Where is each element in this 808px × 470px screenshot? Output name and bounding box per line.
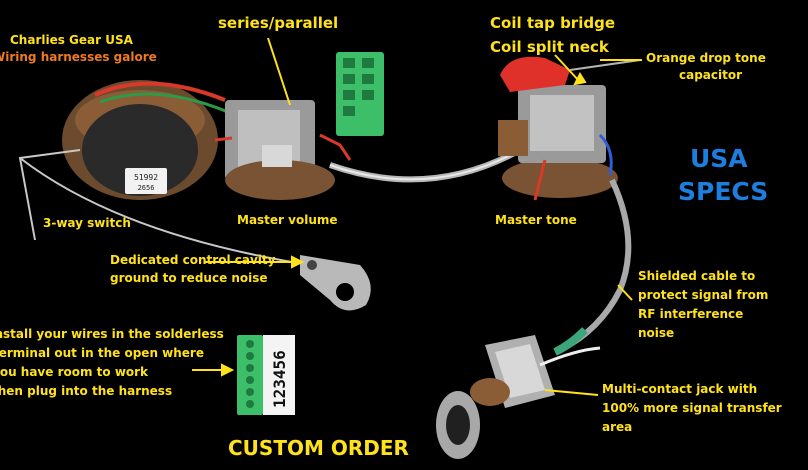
terminal-numbers: 123456 (270, 350, 289, 408)
shielded-cable-label-4: noise (638, 326, 675, 340)
install-label-2: terminal out in the open where (0, 346, 204, 360)
coil-tap-label: Coil tap bridge (490, 14, 615, 32)
three-way-switch (18, 80, 229, 241)
series-parallel-label: series/parallel (218, 14, 339, 32)
jack-label-2: 100% more signal transfer (602, 401, 782, 415)
brand-tagline-label: Wiring harnesses galore (0, 50, 157, 64)
install-label-3: you have room to work (0, 365, 149, 379)
pointer-lines (192, 37, 642, 396)
orange-drop-label-2: capacitor (679, 68, 743, 82)
green-terminal-block-bottom (237, 335, 295, 415)
shielded-cable-label-2: protect signal from (638, 288, 769, 302)
specs-label: SPECS (678, 177, 769, 206)
orange-drop-label-1: Orange drop tone (646, 51, 766, 65)
output-jack (436, 335, 601, 459)
shielded-cable-label-1: Shielded cable to (638, 269, 756, 283)
master-tone-label: Master tone (495, 213, 577, 227)
custom-order-label: CUSTOM ORDER (228, 436, 409, 460)
three-way-switch-label: 3-way switch (43, 216, 131, 230)
ground-label-1: Dedicated control cavity (110, 253, 276, 267)
green-terminal-block-top (336, 52, 384, 136)
coil-split-label: Coil split neck (490, 38, 609, 56)
shielded-cable-label-3: RF interference (638, 307, 744, 321)
jack-label-1: Multi-contact jack with (602, 382, 758, 396)
jack-label-3: area (602, 420, 633, 434)
usa-label: USA (690, 144, 748, 173)
orange-drop-capacitor (500, 56, 641, 92)
switch-sticker-text-1: 51992 (134, 173, 158, 182)
master-tone-pot (498, 85, 618, 201)
brand-name-label: Charlies Gear USA (10, 33, 133, 47)
ground-label-2: ground to reduce noise (110, 271, 268, 285)
switch-sticker-text-2: 2656 (138, 184, 155, 192)
ground-lug (19, 157, 371, 311)
install-label-1: Install your wires in the solderless (0, 327, 224, 341)
master-volume-pot (214, 100, 352, 200)
master-volume-label: Master volume (237, 213, 338, 227)
install-label-4: then plug into the harness (0, 384, 173, 398)
